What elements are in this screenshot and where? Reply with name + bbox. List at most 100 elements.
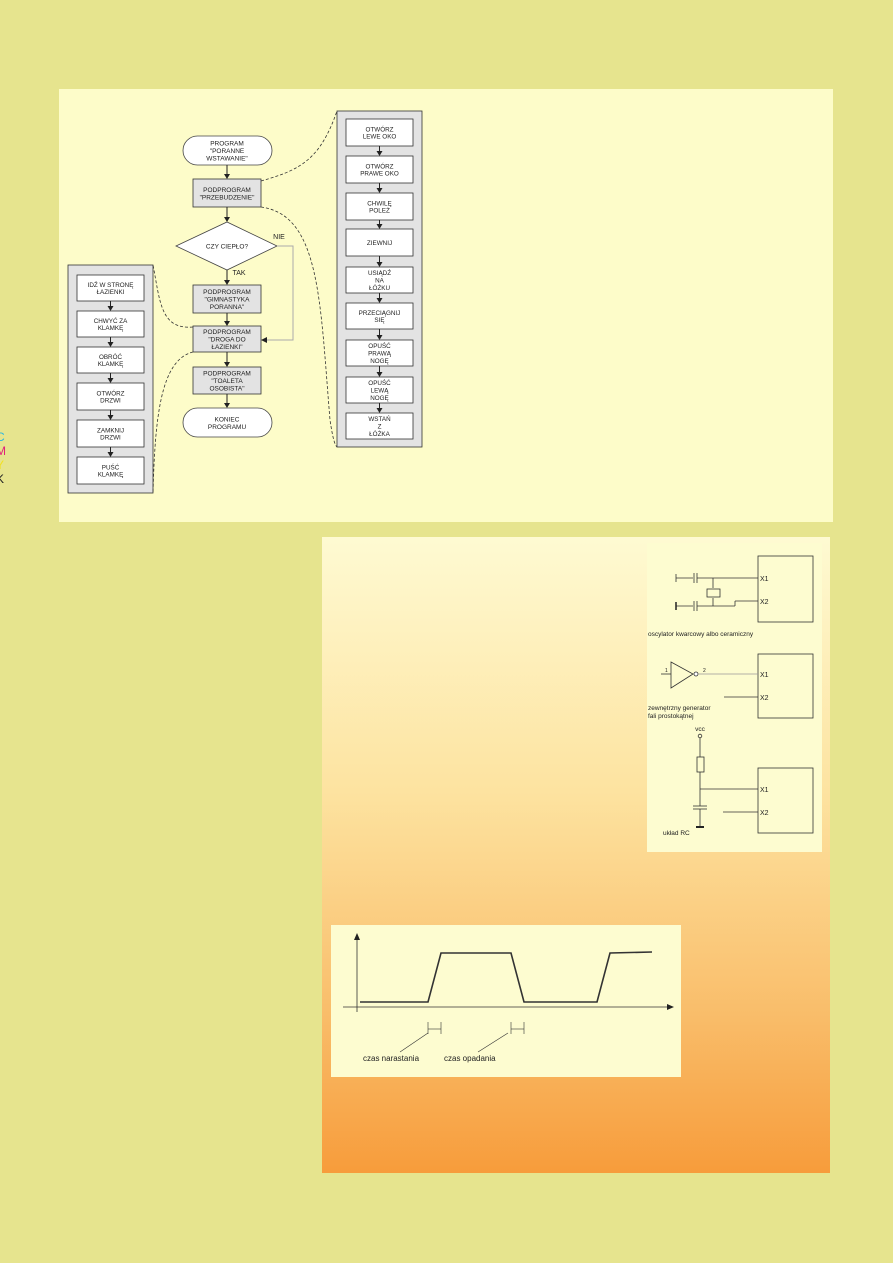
step-label: LEWE OKO	[363, 134, 397, 141]
dashed-link	[152, 264, 194, 328]
arrow-head	[376, 262, 383, 267]
step-label: OBRÓĆ	[99, 352, 123, 361]
fall-time-label: czas opadania	[444, 1054, 496, 1063]
inverter-bubble	[693, 671, 699, 677]
step-label: WSTAŃ	[368, 414, 391, 423]
label-pointer	[399, 1032, 429, 1053]
flowchart-node-label: PODPROGRAM	[203, 187, 251, 194]
flowchart-node-label: CZY CIEPŁO?	[206, 244, 249, 251]
step-label: ŁÓŻKA	[369, 429, 390, 438]
step-label: POLEŻ	[369, 206, 390, 215]
step-label: ZIEWNIJ	[367, 240, 392, 247]
flowchart-node-label: "PORANNE	[210, 148, 245, 155]
step-box	[76, 456, 145, 485]
flowchart-node-label: ŁAZIENKI"	[211, 344, 243, 351]
step-label: OTWÓRZ	[366, 161, 394, 170]
dashed-link	[260, 206, 338, 448]
step-box	[345, 192, 414, 221]
pin-x1-label: X1	[760, 576, 769, 583]
step-box	[345, 376, 414, 404]
x-axis-arrow	[667, 1004, 674, 1010]
step-box	[345, 118, 414, 147]
inverter-icon	[670, 661, 694, 689]
arrow-head	[376, 372, 383, 377]
yes-label: TAK	[232, 270, 245, 277]
arrow-head	[376, 298, 383, 303]
step-box	[345, 266, 414, 294]
pin-x2-label: X2	[760, 695, 769, 702]
flowchart-node-label: KONIEC	[215, 416, 240, 423]
step-box	[345, 339, 414, 367]
flowchart-node-label: "TOALETA	[211, 378, 243, 385]
arrow-head	[224, 403, 230, 408]
flowchart-node-label: WSTAWANIE"	[206, 156, 248, 163]
step-label: ZAMKNIJ	[97, 427, 124, 434]
step-label: PRZECIĄGNIJ	[359, 310, 401, 317]
pin-x1-label: X1	[760, 672, 769, 679]
label-pointer	[477, 1032, 509, 1053]
no-branch-line	[266, 245, 294, 341]
step-label: CHWILĘ	[367, 200, 392, 207]
step-label: PUŚĆ	[102, 462, 120, 471]
dashed-link	[260, 110, 338, 182]
step-label: PRAWĄ	[368, 351, 392, 358]
rc-caption: układ RC	[663, 830, 690, 837]
step-box	[76, 346, 145, 374]
arrow-head	[261, 337, 267, 343]
inverter-pin-out: 2	[703, 668, 706, 674]
step-label: PRAWE OKO	[360, 171, 399, 178]
generator-caption: zewnętrzny generator	[648, 705, 711, 712]
step-box	[76, 310, 145, 338]
arrow-head	[107, 452, 114, 457]
flowchart-node-label: PODPROGRAM	[203, 371, 251, 378]
arrow-head	[376, 188, 383, 193]
subprogram-box	[192, 325, 262, 353]
flowchart-node-label: "DROGA DO	[208, 337, 245, 344]
arrow-head	[107, 378, 114, 383]
registration-mark: M	[0, 444, 6, 458]
rise-time-label: czas narastania	[363, 1054, 420, 1063]
arrow-head	[107, 415, 114, 420]
arrow-head	[224, 174, 230, 179]
step-label: DRZWI	[100, 435, 121, 442]
step-label: OPUŚĆ	[368, 341, 391, 350]
step-label: KLAMKĘ	[98, 472, 124, 479]
registration-mark: C	[0, 430, 5, 444]
no-label: NIE	[273, 234, 285, 241]
y-axis-arrow	[354, 933, 360, 940]
step-label: SIĘ	[374, 317, 384, 324]
step-box	[76, 274, 145, 302]
vcc-label: vcc	[695, 726, 706, 733]
arrow-head	[107, 306, 114, 311]
step-label: ŁÓŻKU	[369, 283, 390, 292]
step-box	[345, 412, 414, 440]
step-label: CHWYĆ ZA	[94, 316, 128, 325]
vcc-terminal	[697, 733, 703, 739]
step-label: KLAMKĘ	[98, 361, 124, 368]
dashed-link	[152, 351, 194, 494]
step-box	[345, 302, 414, 330]
subprogram-box	[192, 284, 262, 314]
terminal-shape	[182, 407, 273, 438]
arrow-head	[224, 280, 230, 285]
step-label: DRZWI	[100, 398, 121, 405]
flowchart-node-label: PODPROGRAM	[203, 289, 251, 296]
step-label: OTWÓRZ	[97, 388, 125, 397]
step-label: USIĄDŹ	[368, 268, 391, 277]
step-label: KLAMKĘ	[98, 325, 124, 332]
flowchart-node-label: "PRZEBUDZENIE"	[200, 194, 256, 201]
microcontroller-box	[757, 653, 814, 719]
pin-x1-label: X1	[760, 787, 769, 794]
flowchart-node-label: PROGRAMU	[208, 424, 247, 431]
step-box	[345, 155, 414, 184]
registration-mark: Y	[0, 458, 5, 472]
arrow-head	[376, 408, 383, 413]
resistor-icon	[696, 756, 705, 773]
crystal-caption: oscylator kwarcowy albo ceramiczny	[648, 631, 754, 638]
pin-x2-label: X2	[760, 810, 769, 817]
arrow-head	[376, 151, 383, 156]
arrow-head	[224, 362, 230, 367]
inverter-pin-in: 1	[665, 668, 668, 674]
step-label: IDŹ W STRONĘ	[88, 280, 134, 289]
